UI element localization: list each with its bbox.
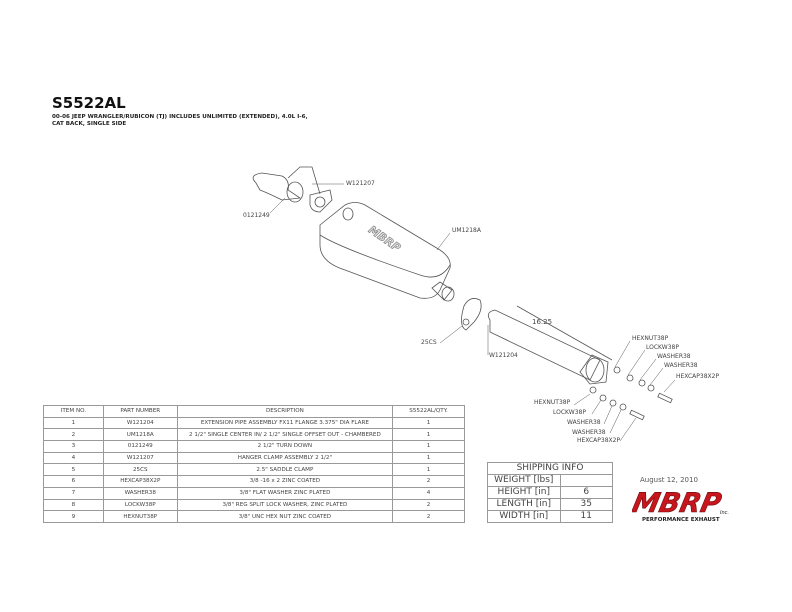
- svg-text:MBRP: MBRP: [366, 223, 403, 254]
- label-w121204: W121204: [489, 352, 518, 359]
- label-hexnut-b: HEXNUT38P: [534, 399, 571, 406]
- table-cell: 1: [392, 440, 465, 453]
- shipping-row: LENGTH [in]35: [487, 498, 614, 511]
- part-number-title: S5522AL: [52, 94, 126, 112]
- table-cell: HEIGHT [in]: [487, 486, 561, 499]
- hardware: [589, 366, 673, 421]
- label-washer-a1: WASHER38: [657, 353, 691, 360]
- table-cell: UM1218A: [102, 428, 178, 442]
- table-cell: WASHER38: [102, 486, 178, 500]
- table-cell: 11: [559, 510, 614, 523]
- label-um1218a: UM1218A: [452, 227, 481, 234]
- mbrp-logo: MBRP Inc. PERFORMANCE EXHAUST: [629, 488, 742, 526]
- table-cell: 3/8" FLAT WASHER ZINC PLATED: [176, 486, 394, 500]
- table-cell: 2 1/2" TURN DOWN: [176, 440, 394, 453]
- label-hexcap-a: HEXCAP38X2P: [676, 373, 720, 380]
- table-cell: 2.5" SADDLE CLAMP: [176, 463, 394, 477]
- table-cell: 5: [43, 463, 104, 477]
- table-cell: 9: [43, 510, 104, 523]
- table-cell: 25CS: [102, 463, 178, 477]
- label-25cs: 25CS: [421, 339, 437, 346]
- shipping-row: WIDTH [in]11: [487, 510, 614, 523]
- table-cell: S5522AL/QTY.: [392, 405, 465, 418]
- table-cell: 1: [392, 416, 465, 430]
- leader-lines: [269, 183, 676, 442]
- table-cell: [559, 474, 614, 487]
- svg-text:PERFORMANCE EXHAUST: PERFORMANCE EXHAUST: [642, 517, 720, 522]
- table-cell: 1: [392, 428, 465, 442]
- table-cell: WEIGHT [lbs]: [487, 474, 561, 487]
- shipping-row: WEIGHT [lbs]: [487, 474, 614, 487]
- table-cell: HEXNUT38P: [102, 510, 178, 523]
- table-cell: PART NUMBER: [102, 405, 178, 418]
- table-cell: 35: [559, 498, 614, 511]
- table-cell: 3/8" UNC HEX NUT ZINC COATED: [176, 510, 394, 523]
- table-cell: 1: [392, 451, 465, 465]
- turn-down-pipe: [252, 172, 304, 203]
- table-cell: 0121249: [102, 440, 178, 453]
- dimension-length: 16.25: [532, 318, 553, 326]
- table-cell: LOCKW38P: [102, 498, 178, 512]
- table-cell: HANGER CLAMP ASSEMBLY 2 1/2": [176, 451, 394, 465]
- label-0121249: 0121249: [243, 212, 270, 219]
- table-cell: WIDTH [in]: [487, 510, 561, 523]
- table-cell: 6: [559, 486, 614, 499]
- table-cell: 3/8 -16 x 2 ZINC COATED: [176, 475, 394, 488]
- table-cell: 7: [43, 486, 104, 500]
- label-washer-b2: WASHER38: [572, 429, 606, 436]
- table-cell: 3/8" REG SPLIT LOCK WASHER, ZINC PLATED: [176, 498, 394, 512]
- table-cell: 2: [43, 428, 104, 442]
- table-cell: ITEM NO.: [43, 405, 104, 418]
- svg-text:Inc.: Inc.: [720, 510, 729, 516]
- table-cell: 2 1/2" SINGLE CENTER IN/ 2 1/2" SINGLE O…: [176, 428, 394, 442]
- label-washer-b1: WASHER38: [567, 419, 601, 426]
- table-cell: 2: [392, 510, 465, 523]
- label-hexnut-a: HEXNUT38P: [632, 335, 669, 342]
- table-cell: 3: [43, 440, 104, 453]
- shipping-row: HEIGHT [in]6: [487, 486, 614, 499]
- table-cell: HEXCAP38X2P: [102, 475, 178, 488]
- table-cell: 1: [392, 463, 465, 477]
- table-cell: 4: [392, 486, 465, 500]
- label-lockw-a: LOCKW38P: [646, 344, 679, 351]
- table-cell: 1: [43, 416, 104, 430]
- muffler: MBRP: [319, 202, 455, 302]
- table-cell: DESCRIPTION: [176, 405, 394, 418]
- table-cell: 4: [43, 451, 104, 465]
- table-cell: W121207: [102, 451, 178, 465]
- date: August 12, 2010: [640, 476, 698, 484]
- label-washer-a2: WASHER38: [664, 362, 698, 369]
- label-w121207: W121207: [346, 180, 375, 187]
- table-cell: EXTENSION PIPE ASSEMBLY FX11 FLANGE 3.37…: [176, 416, 394, 430]
- hanger-clamp: [287, 166, 333, 213]
- extension-pipe: [487, 305, 613, 385]
- application-subtitle-2: CAT BACK, SINGLE SIDE: [52, 121, 127, 127]
- table-cell: W121204: [102, 416, 178, 430]
- table-cell: 2: [392, 498, 465, 512]
- saddle-clamp: [461, 298, 482, 331]
- table-cell: 2: [392, 475, 465, 488]
- svg-text:MBRP: MBRP: [632, 488, 724, 519]
- label-lockw-b: LOCKW38P: [553, 409, 586, 416]
- table-cell: 8: [43, 498, 104, 512]
- table-cell: LENGTH [in]: [487, 498, 561, 511]
- shipping-title: SHIPPING INFO: [487, 462, 613, 475]
- application-subtitle: 00-06 JEEP WRANGLER/RUBICON (TJ) INCLUDE…: [52, 114, 308, 120]
- table-cell: 6: [43, 475, 104, 488]
- label-hexcap-b: HEXCAP38X2P: [577, 437, 621, 444]
